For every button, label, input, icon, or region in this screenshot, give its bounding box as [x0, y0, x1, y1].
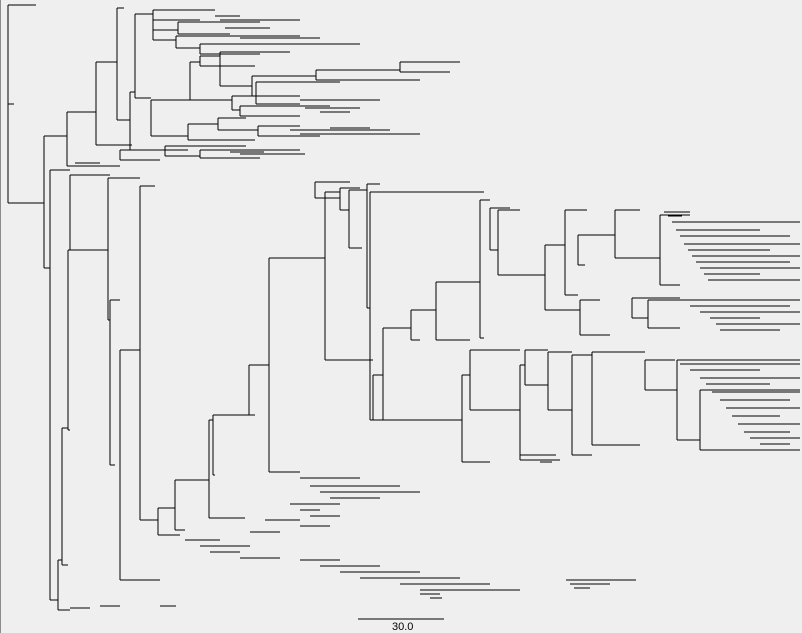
panel-left-border: [0, 0, 1, 633]
clade-upper[interactable]: [43, 7, 460, 269]
clade-lower[interactable]: [49, 169, 800, 611]
terminal-leaves: [70, 211, 800, 609]
scale-bar-label: 30.0: [392, 621, 414, 633]
tree-root: [7, 4, 44, 204]
